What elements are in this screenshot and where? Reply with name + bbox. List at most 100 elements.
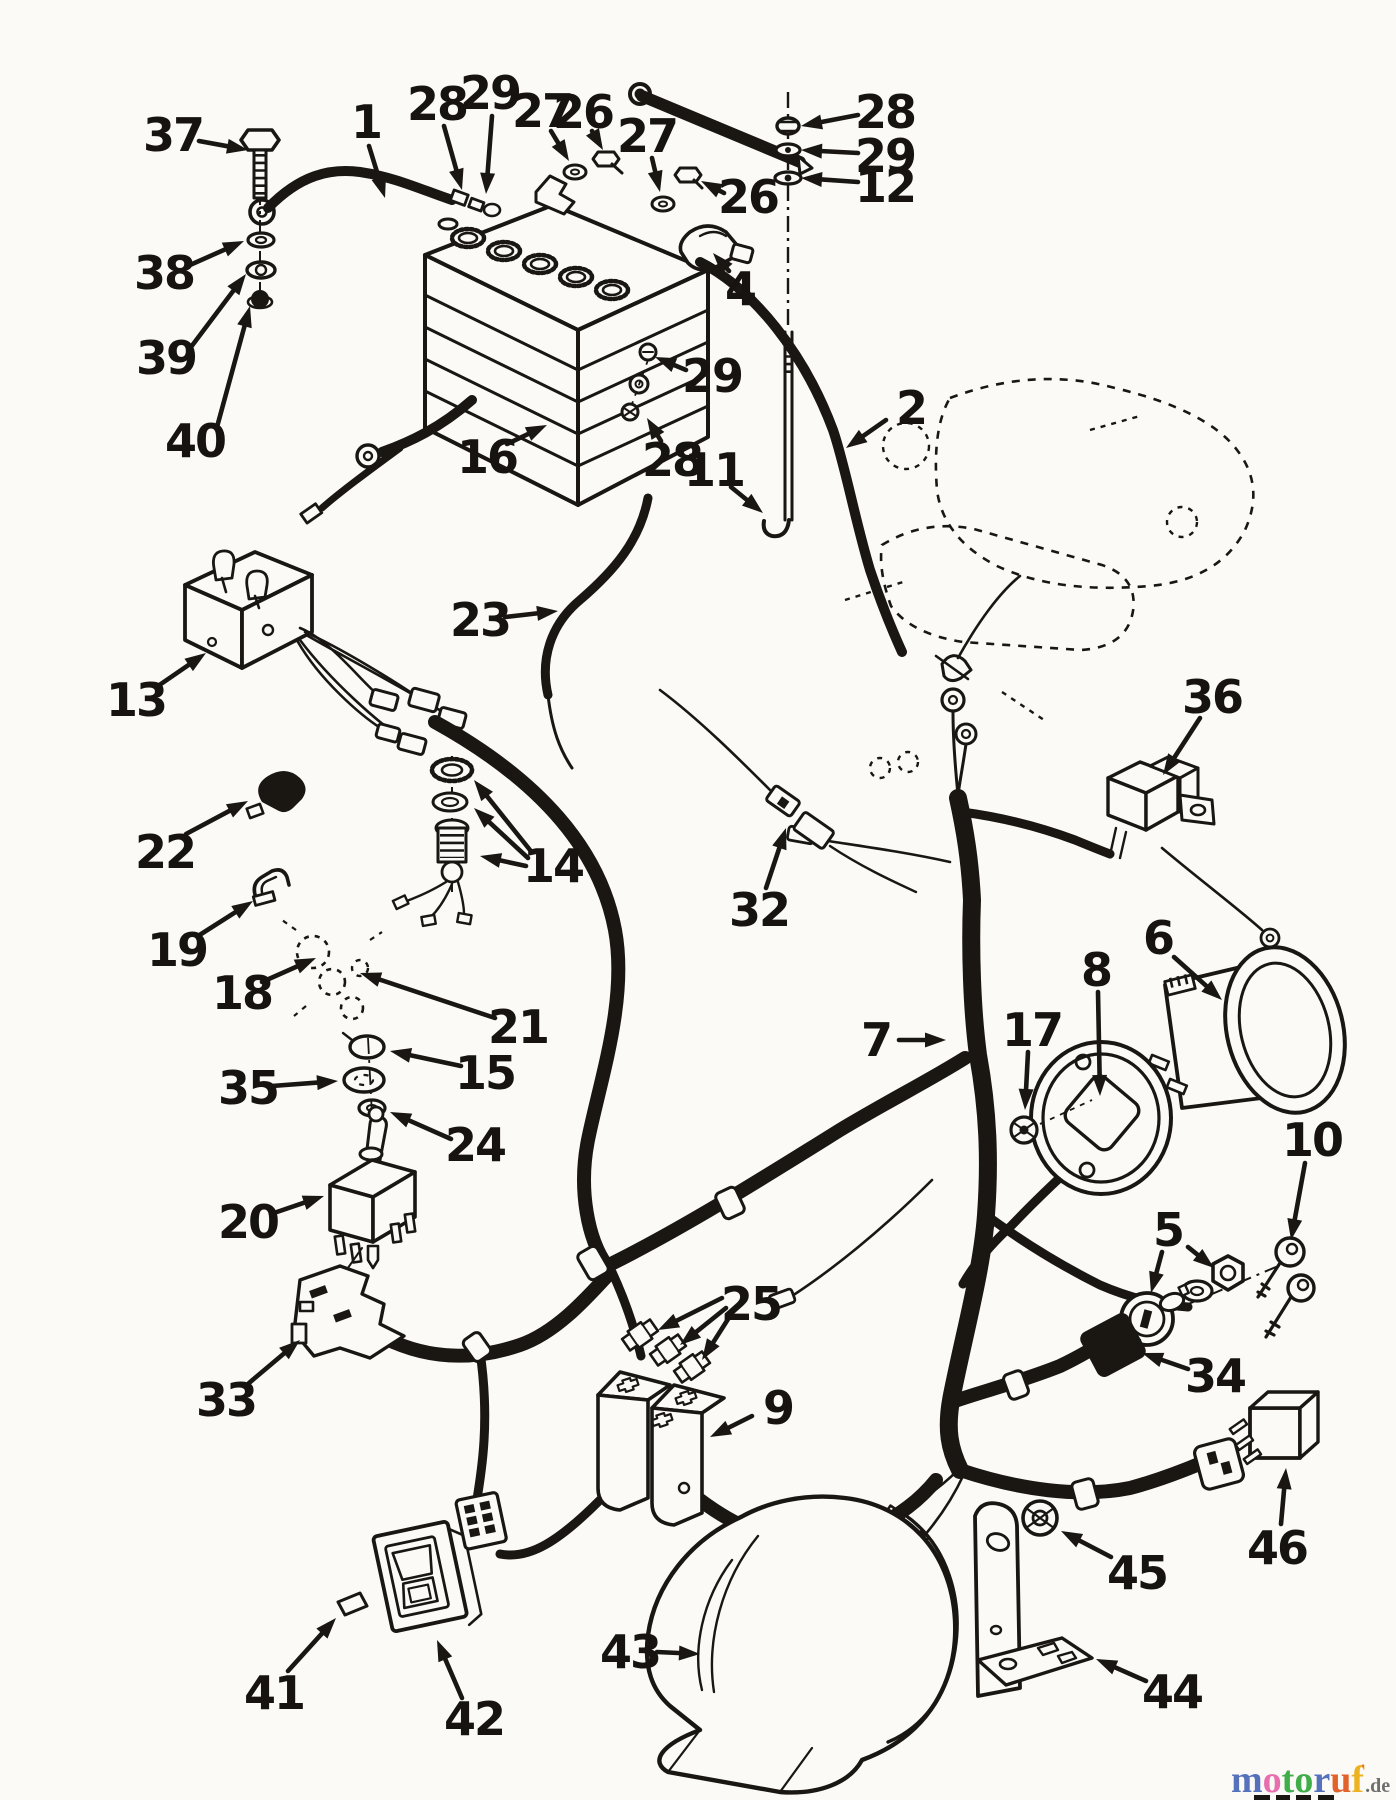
callout-number-1: 1 [351, 95, 381, 149]
indicator-lamp-14 [391, 756, 475, 928]
callout-arrowhead [449, 167, 464, 190]
callout-42: 42 [437, 1640, 506, 1746]
callout-arrowhead [551, 139, 569, 161]
callout-arrow-line [692, 1305, 729, 1336]
watermark-letter: f [1351, 1759, 1364, 1800]
callout-number-28-top: 28 [407, 77, 467, 131]
callout-39: 39 [136, 274, 246, 385]
callout-arrow-line [1171, 715, 1203, 762]
main-harness [363, 574, 1281, 1560]
callout-arrowhead [316, 1075, 338, 1091]
watermark-letter: t [1281, 1759, 1295, 1800]
callout-arrow-line [548, 128, 562, 148]
battery-drawing [423, 203, 710, 507]
callout-arrowhead [647, 418, 665, 440]
callout-15: 15 [390, 1046, 517, 1100]
callout-21: 21 [360, 972, 550, 1054]
watermark-letter: o [1294, 1759, 1314, 1800]
callout-7: 7 [861, 1013, 946, 1067]
callout-24: 24 [390, 1112, 507, 1172]
callout-34: 34 [1142, 1349, 1247, 1403]
callout-number-43: 43 [600, 1625, 660, 1679]
callout-number-40: 40 [165, 414, 225, 468]
callout-28-batt: 28 [642, 418, 704, 487]
callout-arrowhead [480, 853, 503, 868]
bolt-stack-37-40 [239, 128, 281, 310]
callout-arrowhead [741, 493, 763, 513]
callout-number-42: 42 [444, 1692, 504, 1746]
callout-40: 40 [165, 306, 252, 468]
callout-9: 9 [710, 1381, 795, 1437]
cropped-part-number-sliver [1254, 1795, 1334, 1800]
callout-arrow-line [187, 246, 229, 268]
callout-number-6: 6 [1143, 911, 1173, 965]
harness-lead-23 [540, 493, 653, 770]
callout-arrowhead [1061, 1531, 1084, 1548]
callout-number-24: 24 [445, 1118, 505, 1172]
callout-number-12: 12 [855, 159, 915, 213]
callout-number-44: 44 [1142, 1665, 1202, 1719]
callout-2: 2 [846, 381, 928, 448]
callout-17: 17 [1002, 1003, 1064, 1110]
callout-arrowhead [1276, 1468, 1292, 1490]
callout-14: 14 [474, 780, 585, 893]
starter-cable-2 [695, 257, 907, 657]
callout-29-top: 29 [460, 66, 522, 194]
callout-arrow-line [1153, 1249, 1165, 1277]
callout-arrow-line [375, 976, 498, 1021]
washer-cluster-18-21 [281, 919, 383, 1021]
keys-10 [1256, 1236, 1316, 1339]
callout-26-right: 26 [701, 170, 780, 224]
callout-number-34: 34 [1185, 1349, 1245, 1403]
callout-43: 43 [600, 1625, 700, 1679]
callout-number-46: 46 [1247, 1521, 1307, 1575]
callout-arrow-line [483, 792, 533, 853]
callout-18: 18 [212, 958, 316, 1020]
callout-number-45: 45 [1107, 1546, 1167, 1600]
spacer-pad-41 [336, 1591, 369, 1617]
callout-arrowhead [1163, 753, 1181, 775]
callout-number-19: 19 [147, 923, 207, 977]
control-module-13 [183, 549, 468, 756]
callout-arrow-line [1278, 1484, 1287, 1527]
callout-11: 11 [684, 443, 763, 513]
callout-number-8: 8 [1081, 943, 1111, 997]
callout-5: 5 [1149, 1203, 1214, 1293]
watermark-tick: ' [1360, 1762, 1366, 1778]
callout-arrowhead [701, 181, 724, 198]
callout-arrowhead [474, 780, 493, 802]
callout-arrowhead [710, 1420, 733, 1437]
watermark-logo: motoruf'.de [1231, 1750, 1396, 1800]
callout-number-21: 21 [488, 1000, 548, 1054]
callout-45: 45 [1061, 1531, 1169, 1600]
callout-22: 22 [135, 801, 248, 879]
callout-arrowhead [658, 1313, 681, 1330]
callout-arrow-line [763, 843, 783, 891]
callout-arrow-line [269, 1080, 322, 1089]
callout-arrow-line [196, 138, 232, 149]
callout-23: 23 [450, 593, 558, 647]
callout-arrow-line [817, 112, 861, 125]
callout-number-13: 13 [106, 673, 166, 727]
callout-arrowhead [655, 357, 678, 373]
callout-number-29-rod: 29 [855, 129, 915, 183]
callout-6: 6 [1143, 911, 1222, 1000]
battery-side-terminal-hardware [620, 342, 658, 422]
callout-number-9: 9 [763, 1381, 793, 1435]
watermark-letter: r [1313, 1759, 1331, 1800]
callout-arrowhead [713, 253, 733, 274]
ground-cable-16 [299, 395, 477, 525]
callout-arrow-line [268, 1199, 309, 1217]
callout-number-35: 35 [218, 1061, 278, 1115]
callout-number-23: 23 [450, 593, 510, 647]
callout-number-28-batt: 28 [642, 433, 702, 487]
callout-10: 10 [1282, 1113, 1344, 1240]
callout-28-top: 28 [407, 77, 469, 190]
callout-arrow-line [214, 322, 248, 430]
callout-arrowhead [279, 1340, 300, 1360]
callout-38: 38 [134, 241, 244, 300]
callout-number-7: 7 [861, 1013, 891, 1067]
callout-number-16: 16 [457, 430, 517, 484]
